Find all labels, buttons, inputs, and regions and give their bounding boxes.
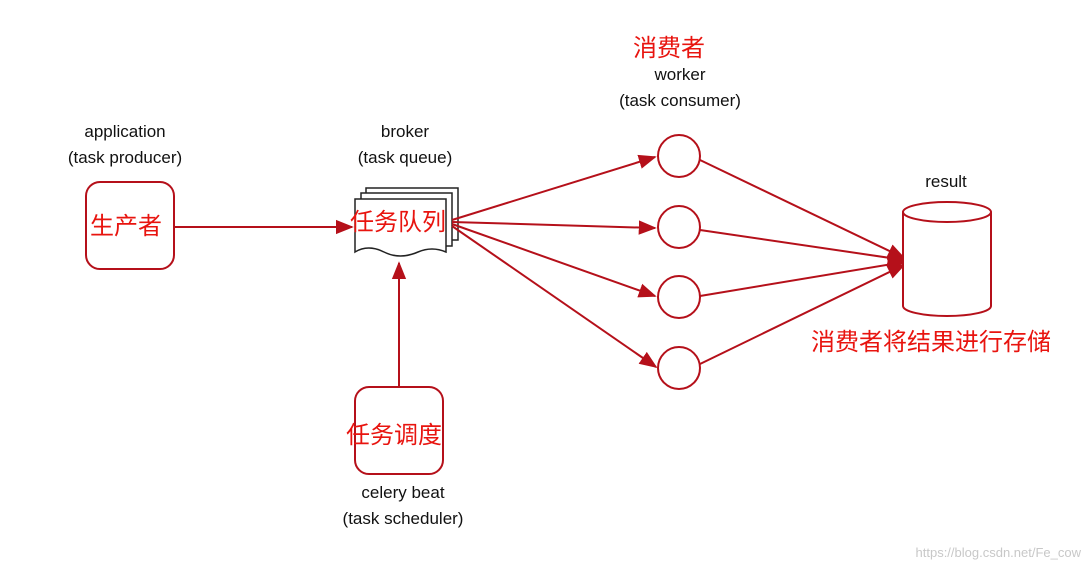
result-store-icon [902, 201, 992, 317]
application-title: application [84, 122, 166, 141]
worker-node-2 [657, 205, 701, 249]
worker-2-to-result-arrow [699, 229, 906, 265]
queue-to-worker-1-arrow [451, 154, 657, 221]
consumer-annotation: 消费者 [633, 34, 705, 62]
application-subtitle: (task producer) [67, 148, 183, 167]
task-queue-icon [354, 187, 459, 257]
worker-title: worker [654, 65, 706, 84]
result-title: result [925, 172, 967, 191]
queue-to-worker-2-arrow [451, 220, 657, 235]
queue-to-worker-3-arrow [451, 223, 657, 298]
queue-to-worker-4-arrow [451, 225, 658, 369]
watermark: https://blog.csdn.net/Fe_cow [915, 545, 1081, 560]
producer-box [85, 181, 175, 270]
worker-1-to-result-arrow [699, 159, 906, 259]
scheduler-annotation: 任务调度 [346, 421, 442, 449]
worker-node-4 [657, 346, 701, 390]
result-annotation: 消费者将结果进行存储 [811, 328, 1051, 356]
worker-node-1 [657, 134, 701, 178]
queue-annotation: 任务队列 [350, 208, 446, 236]
worker-subtitle: (task consumer) [619, 91, 741, 110]
worker-node-3 [657, 275, 701, 319]
scheduler-subtitle: (task scheduler) [342, 509, 464, 528]
worker-4-to-result-arrow [699, 264, 906, 365]
broker-title: broker [380, 122, 430, 141]
scheduler-title: celery beat [361, 483, 445, 502]
worker-3-to-result-arrow [699, 257, 906, 297]
producer-annotation: 生产者 [90, 212, 162, 240]
broker-subtitle: (task queue) [357, 148, 453, 167]
